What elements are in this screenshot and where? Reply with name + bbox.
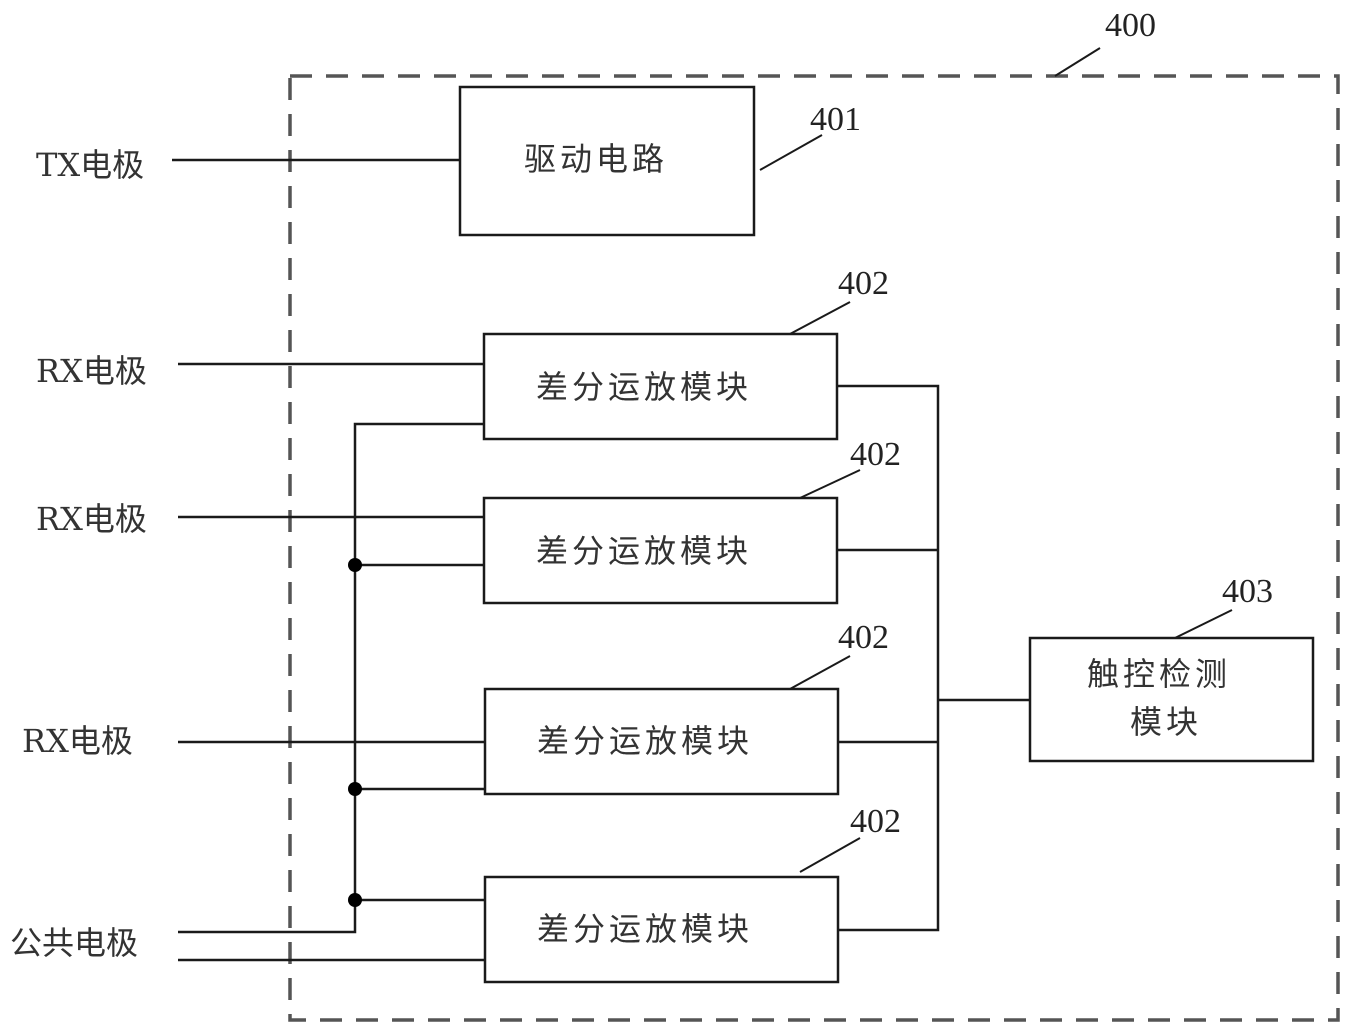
- diff-amp-box-4: [483, 875, 840, 984]
- diff-amp-label-4: 差分运放模块: [537, 910, 753, 948]
- ref-402-3: 402: [838, 619, 889, 656]
- ref-402-2: 402: [850, 436, 901, 473]
- container-400-boundary: [288, 74, 1340, 1022]
- touch-detection-label-line1: 触控检测: [1087, 655, 1231, 693]
- rx-electrode-label-3: RX电极: [22, 722, 133, 760]
- diff-amp-label-1: 差分运放模块: [536, 368, 752, 406]
- junction-dot-4: [348, 893, 362, 907]
- ref-402-4: 402: [850, 803, 901, 840]
- rx-electrode-label-1: RX电极: [36, 352, 147, 390]
- diff-amp-box-2: [482, 496, 839, 605]
- leader-402-1: [789, 301, 851, 335]
- diff-amp-label-3: 差分运放模块: [537, 722, 753, 760]
- leader-402-2: [799, 469, 861, 499]
- leader-403: [1174, 609, 1233, 639]
- ref-400: 400: [1105, 7, 1156, 44]
- touch-detection-label-line2: 模块: [1130, 703, 1202, 741]
- tx-electrode-label: TX电极: [36, 146, 144, 184]
- touch-detection-box: [1028, 636, 1315, 763]
- output-bus: [837, 384, 940, 932]
- ref-401: 401: [810, 101, 861, 138]
- leader-402-3: [789, 655, 851, 690]
- rx-electrode-label-2: RX电极: [36, 500, 147, 538]
- leader-400: [1054, 47, 1101, 77]
- common-electrode-label: 公共电极: [10, 924, 138, 962]
- common-bus: [178, 422, 484, 934]
- junction-dot-2: [348, 558, 362, 572]
- diff-amp-box-3: [483, 687, 840, 796]
- junction-dot-3: [348, 782, 362, 796]
- leader-401: [759, 134, 823, 171]
- diff-amp-box-1: [482, 332, 839, 441]
- diff-amp-label-2: 差分运放模块: [536, 532, 752, 570]
- leader-402-4: [799, 837, 861, 873]
- ref-403: 403: [1222, 573, 1273, 610]
- ref-402-1: 402: [838, 265, 889, 302]
- driver-circuit-label: 驱动电路: [524, 140, 668, 178]
- driver-circuit-box: [458, 85, 756, 237]
